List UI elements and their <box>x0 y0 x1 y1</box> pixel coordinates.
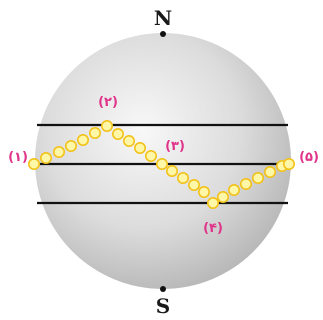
sun-path-dots <box>27 120 295 210</box>
sun-path-dot <box>263 166 276 179</box>
sun-path-dot <box>77 134 90 147</box>
sun-path-dot <box>112 128 125 141</box>
sun-path-dot <box>198 186 211 199</box>
sun-path-dot <box>166 165 179 178</box>
sun-path-dot <box>188 179 201 192</box>
south-pole-dot <box>160 286 166 292</box>
south-label: S <box>156 294 170 318</box>
sun-path-dot <box>65 140 78 153</box>
sun-path-dot <box>89 127 102 140</box>
sun-path-dot <box>228 184 241 197</box>
point-label-3: (۳) <box>165 139 185 154</box>
sun-path-dot <box>52 146 65 159</box>
point-label-4: (۴) <box>203 221 223 236</box>
sun-path-dot <box>134 142 147 155</box>
point-label-1: (۱) <box>8 150 28 165</box>
sun-path-dot <box>156 158 169 171</box>
sun-path-dot <box>207 197 220 210</box>
sun-path-dot <box>282 158 295 171</box>
sun-path-dot <box>101 120 114 133</box>
sun-path-dot <box>27 158 40 171</box>
sun-path-dot <box>39 152 52 165</box>
sun-path-dot <box>145 150 158 163</box>
north-pole-dot <box>160 31 166 37</box>
sun-path-dot <box>217 191 230 204</box>
sun-path-dot <box>252 172 265 185</box>
sun-path-dot <box>240 178 253 191</box>
sun-path-dot <box>123 135 136 148</box>
north-label: N <box>154 6 172 30</box>
point-label-2: (۲) <box>98 95 118 110</box>
sun-path-dot <box>177 172 190 185</box>
point-label-5: (۵) <box>299 150 319 165</box>
